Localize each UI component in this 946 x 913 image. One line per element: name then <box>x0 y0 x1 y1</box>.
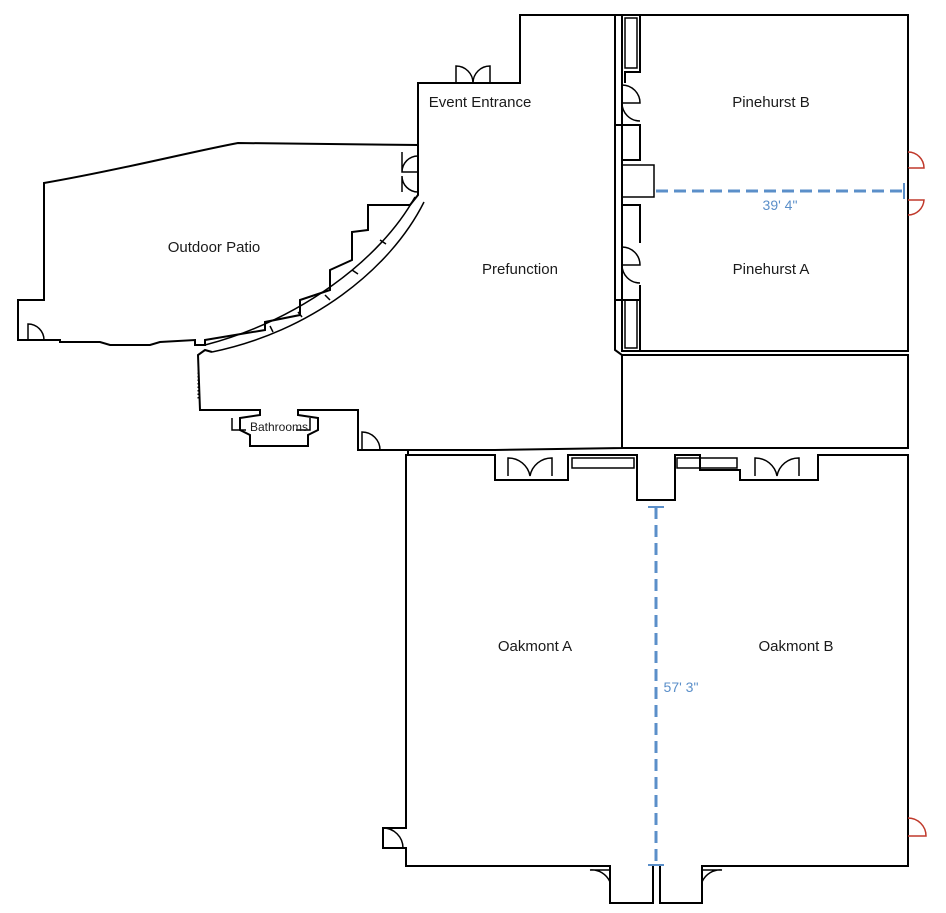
prefunction-dotted-line <box>197 355 623 448</box>
oakmont-partition-panel-left <box>571 457 635 469</box>
pinehurst-partition-box <box>621 164 655 198</box>
bathrooms-label: Bathrooms <box>250 420 308 434</box>
patio-door-icon <box>27 323 45 341</box>
bathroom-door-icon <box>231 418 311 431</box>
pinehurst-rooms <box>615 14 925 449</box>
patio-curved-facade-inner <box>211 201 425 353</box>
pinehurst-a-storage <box>624 299 638 349</box>
oakmont-a-door-icon <box>507 457 553 477</box>
prefunction-wall <box>196 14 623 451</box>
oakmont-a-bottom-door-icon <box>589 869 611 883</box>
pinehurst-b-storage <box>624 17 638 69</box>
pinehurst-a-label: Pinehurst A <box>733 261 810 278</box>
patio-curved-facade-outer <box>204 196 416 346</box>
oakmont-b-bottom-door-icon <box>701 869 723 883</box>
pinehurst-b-exit-door-icon <box>907 151 925 169</box>
outdoor-patio-area <box>17 141 425 353</box>
event-entrance-label: Event Entrance <box>429 94 532 111</box>
oakmont-b-label: Oakmont B <box>758 638 833 655</box>
outdoor-patio-label: Outdoor Patio <box>168 239 261 256</box>
pinehurst-b-door-icon <box>621 84 641 122</box>
patio-double-door-icon <box>401 152 419 193</box>
dimension-lines <box>648 183 905 866</box>
outdoor-patio-wall <box>17 141 419 346</box>
prefunction-area <box>196 14 623 451</box>
oakmont-rooms <box>382 450 927 904</box>
pinehurst-outer-wall <box>621 14 909 352</box>
oakmont-b-exit-door-icon <box>907 817 927 837</box>
pinehurst-divider-wall <box>615 14 641 161</box>
pinehurst-corridor-box <box>621 354 909 449</box>
oakmont-outer-wall <box>382 450 909 904</box>
event-entrance-door-icon <box>455 65 491 84</box>
pinehurst-a-exit-door-icon <box>907 199 925 216</box>
room-labels: Outdoor Patio Event Entrance Prefunction… <box>168 94 834 695</box>
patio-facade-steps <box>269 239 387 333</box>
oakmont-a-label: Oakmont A <box>498 638 572 655</box>
pinehurst-dimension-label: 39' 4" <box>763 197 798 213</box>
bathroom-side-door-icon <box>361 431 381 451</box>
oakmont-a-side-door-icon <box>382 827 404 849</box>
oakmont-partition-panel-right <box>676 457 738 469</box>
oakmont-b-door-icon <box>754 457 800 477</box>
prefunction-label: Prefunction <box>482 261 558 278</box>
pinehurst-b-label: Pinehurst B <box>732 94 810 111</box>
pinehurst-a-door-icon <box>621 246 641 284</box>
oakmont-dimension-label: 57' 3" <box>664 679 699 695</box>
